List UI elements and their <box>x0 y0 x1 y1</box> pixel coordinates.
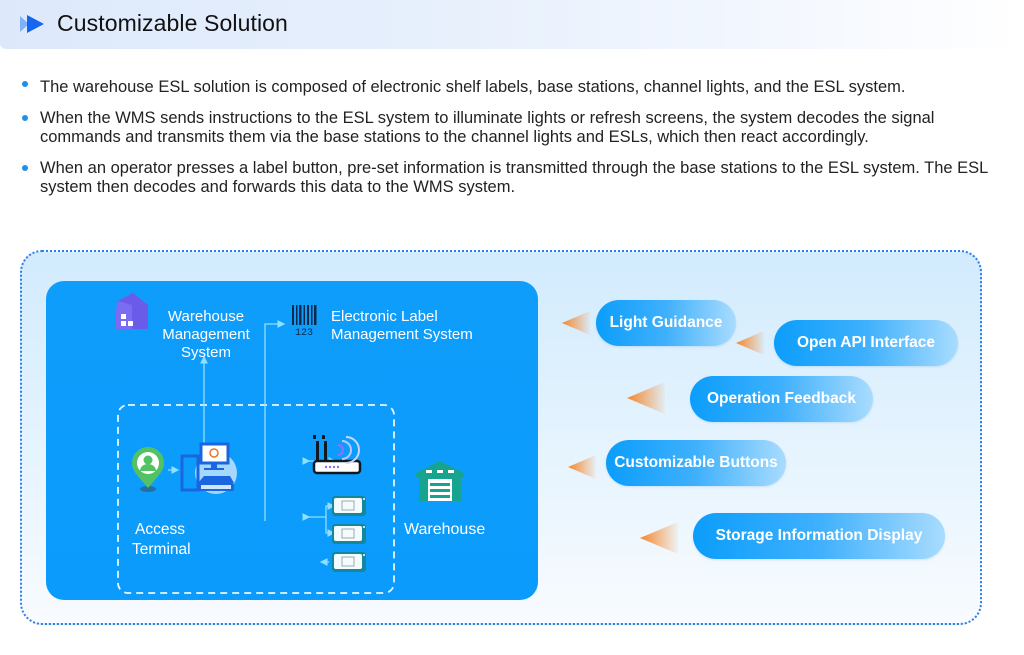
warehouse-icon <box>416 461 464 501</box>
pointer-triangle-icon <box>640 522 678 554</box>
architecture-panel: 123 <box>46 281 538 600</box>
feature-storage-information-display: Storage Information Display <box>693 513 945 559</box>
dashed-boundary <box>117 404 395 594</box>
wms-label-line: Warehouse <box>167 308 245 325</box>
pointer-triangle-icon <box>627 382 665 414</box>
feature-open-api-interface: Open API Interface <box>774 320 958 366</box>
elms-label-line: Electronic Label <box>331 308 438 325</box>
house-icon <box>116 293 148 329</box>
pointer-triangle-icon <box>736 331 764 355</box>
elms-label: Electronic Label Management System <box>331 308 473 344</box>
description-list: The warehouse ESL solution is composed o… <box>20 78 1010 209</box>
access-terminal-line: Terminal <box>132 541 191 558</box>
double-play-arrow-icon <box>20 15 44 33</box>
page-title: Customizable Solution <box>57 10 288 36</box>
feature-customizable-buttons: Customizable Buttons <box>606 440 786 486</box>
warehouse-label: Warehouse <box>404 521 486 538</box>
pointer-triangle-icon <box>562 311 590 335</box>
bullet-dot <box>22 115 28 121</box>
list-item: The warehouse ESL solution is composed o… <box>20 78 1010 97</box>
access-terminal-line: Access <box>135 521 185 538</box>
feature-operation-feedback: Operation Feedback <box>690 376 873 422</box>
user-location-icon <box>132 447 164 492</box>
elms-label-line: Management System <box>331 326 473 343</box>
bullet-dot <box>22 81 28 87</box>
esl-label-icon <box>332 524 366 544</box>
bullet-text: When the WMS sends instructions to the E… <box>40 109 935 146</box>
barcode-icon: 123 <box>292 305 317 339</box>
wms-label-line: System <box>180 344 231 361</box>
bullet-dot <box>22 165 28 171</box>
section-header: Customizable Solution <box>0 0 1024 49</box>
esl-label-icon <box>332 496 366 516</box>
list-item: When an operator presses a label button,… <box>20 159 1010 197</box>
access-terminal-label: Access Terminal <box>132 520 191 560</box>
bullet-text: When an operator presses a label button,… <box>40 159 988 196</box>
pointer-triangle-icon <box>568 455 596 479</box>
wms-label-line: Management <box>162 326 250 343</box>
svg-text:123: 123 <box>295 328 313 339</box>
feature-light-guidance: Light Guidance <box>596 300 736 346</box>
wms-label: Warehouse Management System <box>158 308 254 362</box>
router-icon <box>302 435 362 475</box>
list-item: When the WMS sends instructions to the E… <box>20 109 1010 147</box>
esl-label-icon <box>332 552 366 572</box>
architecture-diagram: 123 <box>116 293 464 594</box>
bullet-text: The warehouse ESL solution is composed o… <box>40 78 906 96</box>
flow-line-to-elms <box>264 320 286 521</box>
computer-terminal-icon <box>180 442 237 494</box>
